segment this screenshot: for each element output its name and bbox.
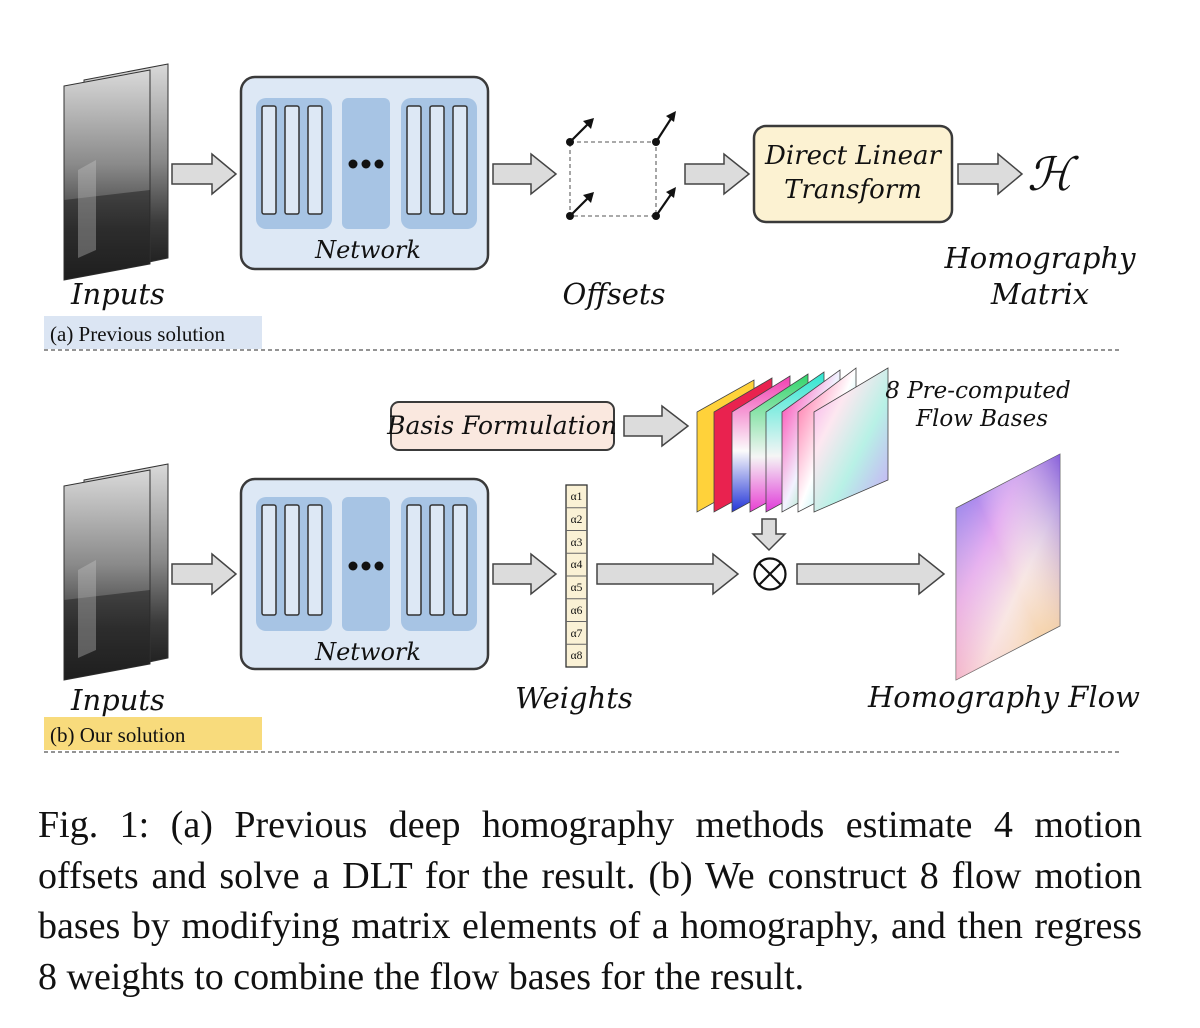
weight-alpha-3: α3 [571,537,583,549]
weight-alpha-4: α4 [571,559,583,571]
flow-bases-label-line1: 8 Pre-computed [885,378,1070,404]
arrow-network-to-weights [492,552,558,596]
arrow-multiply-to-flow [796,552,946,596]
network-label-a: Network [314,236,421,264]
dlt-box [752,124,954,224]
homography-flow-image [955,453,1061,681]
tag-a-background [44,316,262,349]
weight-alpha-1: α1 [571,491,583,503]
multiply-operator [753,557,787,591]
arrow-dlt-to-h [957,152,1024,196]
weight-alpha-6: α6 [571,605,583,617]
tag-a-label: (a) Previous solution [50,322,225,346]
weights-vector: α1 α2 α3 α4 α5 α6 α7 α8 [565,484,588,668]
panel-a: Inputs Network [44,63,1136,351]
dlt-label-line2: Transform [784,175,922,205]
weight-alpha-5: α5 [571,582,583,594]
flow-bases-stack [696,367,889,513]
homography-matrix-line2: Matrix [990,277,1089,311]
network-block-a [239,75,490,271]
weight-alpha-2: α2 [571,514,583,526]
network-label-b: Network [314,638,421,666]
arrow-inputs-to-network-a [171,152,238,196]
offsets-graphic [566,111,676,220]
inputs-image-stack-b [63,463,169,681]
homography-symbol: ℋ [1027,147,1079,201]
arrow-offsets-to-dlt [684,152,751,196]
homography-matrix-line1: Homography [943,241,1136,275]
tag-b-label: (b) Our solution [50,723,186,747]
figure-caption: Fig. 1: (a) Previous deep homography met… [38,804,1142,998]
flow-bases-label-line2: Flow Bases [915,406,1048,432]
tag-b-background [44,717,262,750]
network-block-b [239,477,490,671]
inputs-label-b: Inputs [70,683,165,717]
arrow-inputs-to-network-b [171,552,238,596]
weight-alpha-8: α8 [571,650,583,662]
basis-formulation-box [390,401,615,451]
arrow-network-to-offsets-a [492,152,558,196]
homography-flow-label: Homography Flow [867,680,1140,714]
inputs-label-a: Inputs [70,277,165,311]
weights-label: Weights [515,681,633,715]
arrow-basis-to-bases [623,404,690,448]
arrow-weights-to-multiply [596,552,740,596]
weight-alpha-7: α7 [571,628,583,640]
arrow-bases-to-multiply [751,518,787,552]
panel-b: Basis Formulation 8 Pre-computed Flow Ba… [44,367,1140,753]
offsets-label: Offsets [563,277,666,311]
inputs-image-stack-a [63,63,169,281]
diagram-canvas: Inputs Network [44,63,1140,753]
dlt-label-line1: Direct Linear [764,141,942,171]
basis-formulation-label: Basis Formulation [386,411,617,440]
